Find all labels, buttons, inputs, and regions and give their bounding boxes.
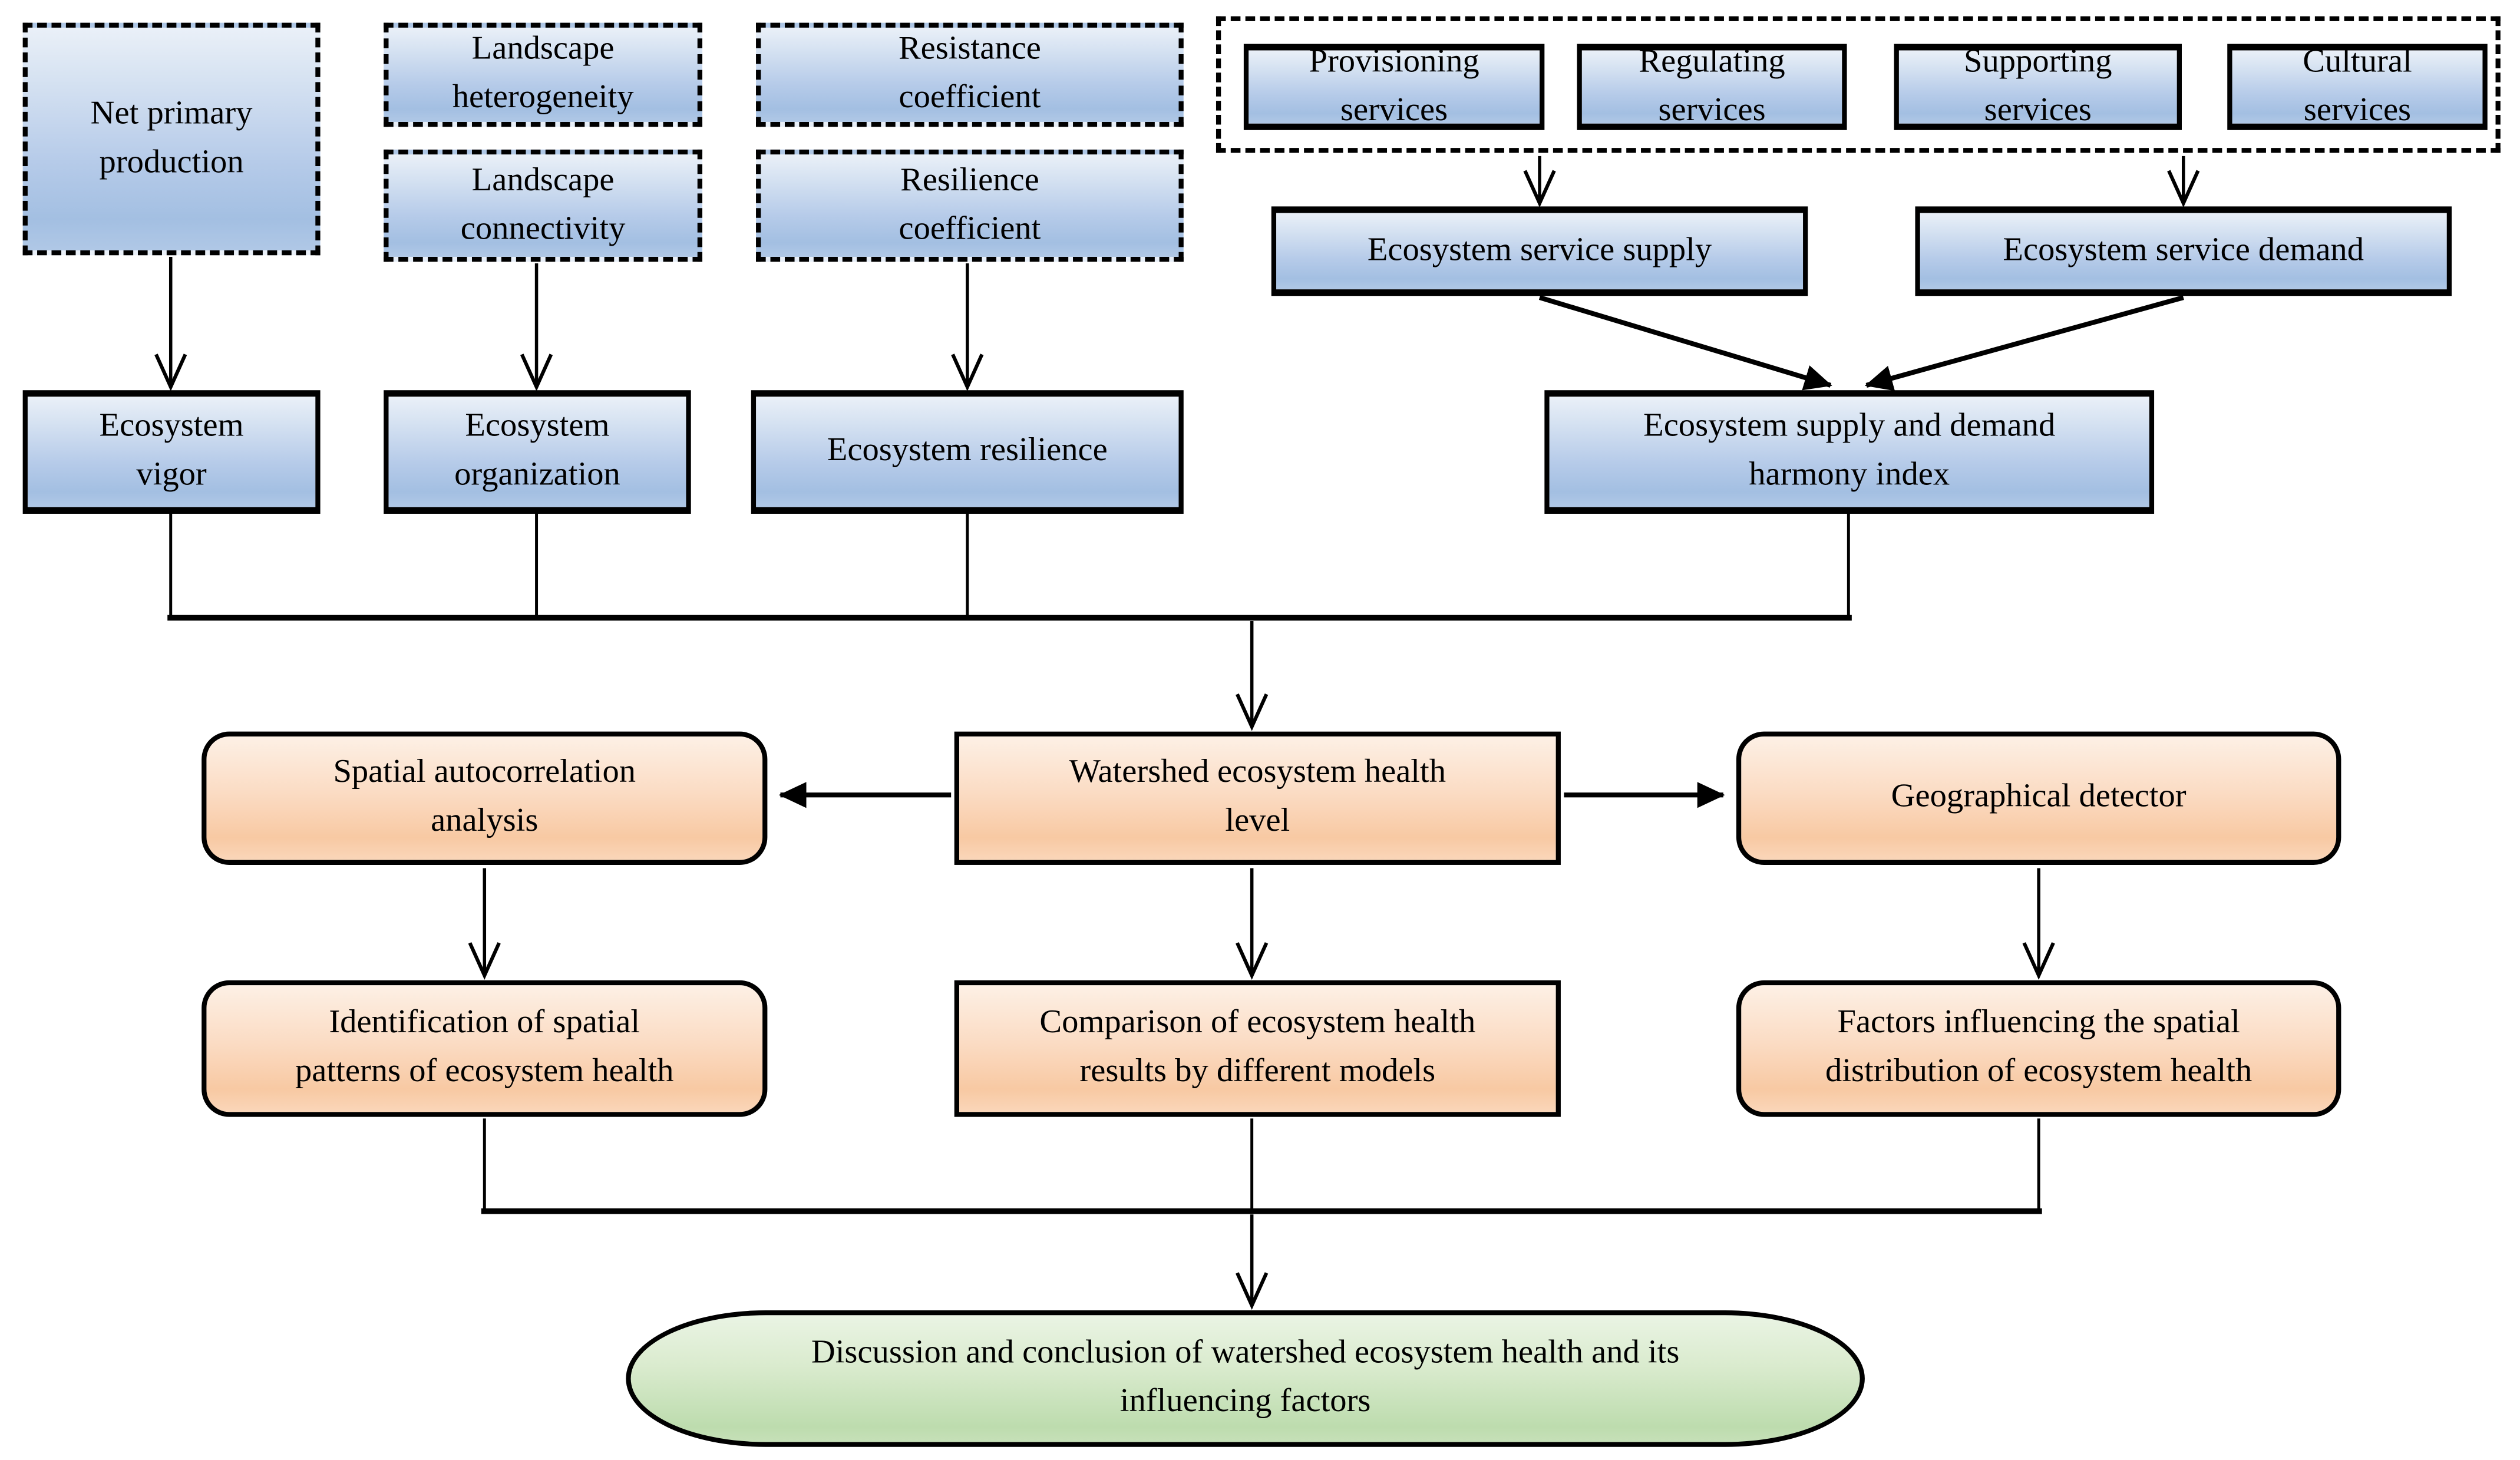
node-label: Geographical detector <box>1891 779 2187 815</box>
arrow-supply-to-harmony <box>1538 295 1832 391</box>
node-ecosystem-organization: Ecosystem organization <box>384 390 691 514</box>
node-label: Resilience coefficient <box>899 162 1041 247</box>
node-comparison-different-models: Comparison of ecosystem health results b… <box>954 980 1561 1117</box>
node-ecosystem-resilience: Ecosystem resilience <box>751 390 1184 514</box>
node-supporting-services: Supporting services <box>1894 44 2182 130</box>
node-ecosystem-vigor: Ecosystem vigor <box>22 390 321 514</box>
node-label: Discussion and conclusion of watershed e… <box>811 1335 1680 1419</box>
node-geographical-detector: Geographical detector <box>1736 731 2341 865</box>
node-label: Supporting services <box>1964 43 2112 128</box>
node-label: Ecosystem service demand <box>2003 232 2364 268</box>
node-label: Net primary production <box>90 95 253 180</box>
node-regulating-services: Regulating services <box>1577 44 1847 130</box>
node-label: Identification of spatial patterns of ec… <box>295 1005 674 1089</box>
node-landscape-heterogeneity: Landscape heterogeneity <box>384 22 703 127</box>
node-resilience-coefficient: Resilience coefficient <box>756 149 1184 262</box>
node-label: Landscape heterogeneity <box>452 31 634 115</box>
node-ecosystem-service-demand: Ecosystem service demand <box>1915 206 2452 296</box>
services-group-box <box>1216 16 2501 153</box>
node-label: Ecosystem resilience <box>827 432 1108 469</box>
node-ecosystem-service-supply: Ecosystem service supply <box>1271 206 1808 296</box>
node-resistance-coefficient: Resistance coefficient <box>756 22 1184 127</box>
node-label: Ecosystem supply and demand harmony inde… <box>1643 408 2056 493</box>
node-label: Ecosystem organization <box>454 408 620 493</box>
node-factors-influencing-distribution: Factors influencing the spatial distribu… <box>1736 980 2341 1117</box>
node-net-primary-production: Net primary production <box>22 22 321 256</box>
node-label: Cultural services <box>2303 43 2412 128</box>
node-label: Regulating services <box>1639 43 1785 128</box>
node-label: Resistance coefficient <box>898 31 1041 115</box>
node-spatial-autocorrelation-analysis: Spatial autocorrelation analysis <box>202 731 768 865</box>
node-cultural-services: Cultural services <box>2227 44 2488 130</box>
node-label: Ecosystem service supply <box>1367 232 1712 268</box>
node-label: Comparison of ecosystem health results b… <box>1039 1005 1476 1089</box>
node-label: Spatial autocorrelation analysis <box>333 755 636 839</box>
node-landscape-connectivity: Landscape connectivity <box>384 149 703 262</box>
node-supply-demand-harmony-index: Ecosystem supply and demand harmony inde… <box>1544 390 2155 514</box>
node-label: Landscape connectivity <box>460 162 626 247</box>
arrow-demand-to-harmony <box>1865 295 2184 391</box>
node-label: Provisioning services <box>1309 43 1479 128</box>
node-label: Factors influencing the spatial distribu… <box>1825 1005 2253 1089</box>
node-discussion-conclusion: Discussion and conclusion of watershed e… <box>626 1310 1865 1447</box>
node-provisioning-services: Provisioning services <box>1243 44 1545 130</box>
node-watershed-ecosystem-health-level: Watershed ecosystem health level <box>954 731 1561 865</box>
node-identification-spatial-patterns: Identification of spatial patterns of ec… <box>202 980 768 1117</box>
node-label: Ecosystem vigor <box>99 408 244 493</box>
node-label: Watershed ecosystem health level <box>1069 755 1446 839</box>
